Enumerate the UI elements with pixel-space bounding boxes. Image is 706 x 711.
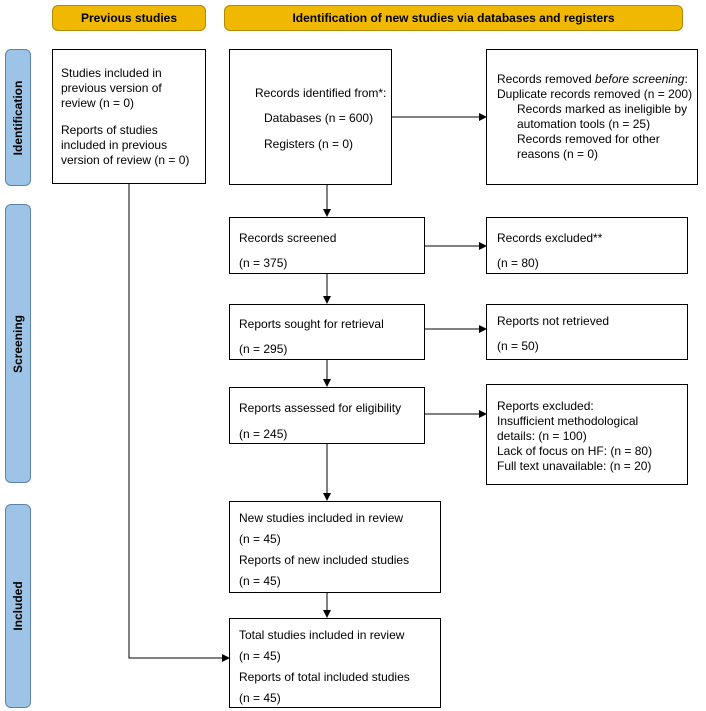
header-new-studies: Identification of new studies via databa… <box>224 5 683 31</box>
records-removed-box: Records removed before screening: Duplic… <box>486 49 698 185</box>
removed-line-1: Records removed before screening: <box>497 72 688 86</box>
reports-sought-box: Reports sought for retrieval (n = 295) <box>229 304 425 360</box>
reports-not-retrieved-box: Reports not retrieved (n = 50) <box>486 304 688 360</box>
header-new-label: Identification of new studies via databa… <box>292 11 615 25</box>
reports-excluded-line-2: Insufficient methodological <box>497 414 639 428</box>
previous-line-4: Reports of studies <box>61 123 158 137</box>
previous-line-2: previous version of <box>61 81 162 95</box>
total-line-4: (n = 45) <box>239 691 281 705</box>
identified-title: Records identified from*: <box>255 86 387 100</box>
removed-line-3: Records marked as ineligible by <box>517 102 688 116</box>
phase-identification: Identification <box>5 49 31 186</box>
screened-count: (n = 375) <box>239 256 288 270</box>
reports-excluded-line-5: Full text unavailable: (n = 20) <box>497 459 652 473</box>
new-included-line-3: Reports of new included studies <box>239 553 410 567</box>
reports-excluded-line-3: details: (n = 100) <box>497 429 587 443</box>
total-studies-included-box: Total studies included in review (n = 45… <box>229 618 441 708</box>
assessed-count: (n = 245) <box>239 427 288 441</box>
records-screened-box: Records screened (n = 375) <box>229 217 425 274</box>
total-line-1: Total studies included in review <box>239 628 405 642</box>
assessed-title: Reports assessed for eligibility <box>239 401 402 415</box>
not-retrieved-title: Reports not retrieved <box>497 314 610 328</box>
excluded-count: (n = 80) <box>497 256 539 270</box>
phase-included: Included <box>5 504 31 708</box>
records-excluded-box: Records excluded** (n = 80) <box>486 217 688 274</box>
total-line-3: Reports of total included studies <box>239 670 410 684</box>
total-line-2: (n = 45) <box>239 649 281 663</box>
not-retrieved-count: (n = 50) <box>497 339 539 353</box>
new-included-line-4: (n = 45) <box>239 574 281 588</box>
header-previous-label: Previous studies <box>80 11 178 25</box>
arrow-previous-to-total <box>128 184 230 662</box>
sought-title: Reports sought for retrieval <box>239 317 384 331</box>
removed-line-2: Duplicate records removed (n = 200) <box>497 87 693 101</box>
identified-registers: Registers (n = 0) <box>264 137 354 151</box>
records-identified-box: Records identified from*: Databases (n =… <box>229 49 392 185</box>
removed-line-6: reasons (n = 0) <box>517 147 599 161</box>
identified-databases: Databases (n = 600) <box>264 111 374 125</box>
previous-studies-box: Studies included in previous version of … <box>52 49 206 184</box>
excluded-title: Records excluded** <box>497 231 603 245</box>
reports-excluded-line-4: Lack of focus on HF: (n = 80) <box>497 444 653 458</box>
screened-title: Records screened <box>239 231 337 245</box>
previous-line-3: review (n = 0) <box>61 96 135 110</box>
reports-assessed-box: Reports assessed for eligibility (n = 24… <box>229 387 425 444</box>
phase-screening: Screening <box>5 204 31 483</box>
new-included-line-2: (n = 45) <box>239 532 281 546</box>
previous-line-6: version of review (n = 0) <box>61 153 190 167</box>
new-included-line-1: New studies included in review <box>239 511 404 525</box>
header-previous-studies: Previous studies <box>52 5 206 31</box>
removed-line-4: automation tools (n = 25) <box>517 117 651 131</box>
new-studies-included-box: New studies included in review (n = 45) … <box>229 501 441 593</box>
sought-count: (n = 295) <box>239 342 288 356</box>
removed-line-5: Records removed for other <box>517 132 660 146</box>
previous-line-5: included in previous <box>61 138 168 152</box>
reports-excluded-line-1: Reports excluded: <box>497 399 594 413</box>
previous-line-1: Studies included in <box>61 66 162 80</box>
reports-excluded-box: Reports excluded: Insufficient methodolo… <box>486 384 688 485</box>
